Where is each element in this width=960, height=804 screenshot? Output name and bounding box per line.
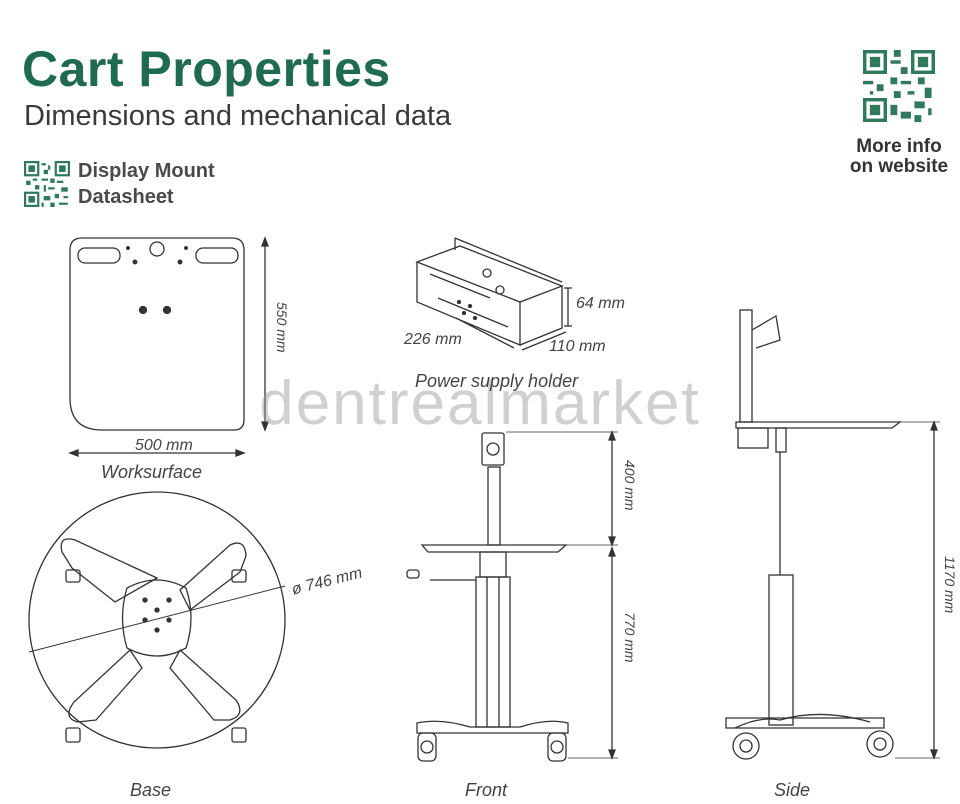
power-supply-holder-drawing xyxy=(415,237,572,351)
datasheet-link-line1: Display Mount xyxy=(78,160,215,182)
more-info-link[interactable]: More info on website xyxy=(840,50,958,177)
more-info-line1: More info xyxy=(856,136,942,157)
worksurface-depth-label: 550 mm xyxy=(274,302,290,353)
page-title: Cart Properties xyxy=(22,41,391,97)
psu-height-label: 64 mm xyxy=(576,295,625,312)
worksurface-width-label: 500 mm xyxy=(135,437,193,454)
datasheet-link-line2: Datasheet xyxy=(78,186,174,208)
qr-code-icon xyxy=(863,50,935,122)
psu-caption: Power supply holder xyxy=(415,371,579,391)
psu-width-label: 110 mm xyxy=(549,338,606,355)
front-caption: Front xyxy=(465,780,508,800)
worksurface-caption: Worksurface xyxy=(101,462,203,482)
front-view-drawing xyxy=(406,430,618,762)
qr-code-icon xyxy=(24,161,70,207)
base-caption: Base xyxy=(130,780,172,800)
page-subtitle: Dimensions and mechanical data xyxy=(24,100,452,132)
datasheet-link[interactable]: Display Mount Datasheet xyxy=(24,158,215,210)
base-drawing xyxy=(28,491,286,749)
front-upper-height-label: 400 mm xyxy=(622,460,638,511)
side-caption: Side xyxy=(774,780,811,800)
worksurface-drawing xyxy=(68,236,269,457)
side-total-height-label: 1170 mm xyxy=(942,556,958,614)
front-lower-height-label: 770 mm xyxy=(622,612,638,663)
side-view-drawing xyxy=(725,309,940,760)
psu-length-label: 226 mm xyxy=(404,331,462,348)
more-info-line2: on website xyxy=(849,156,949,177)
